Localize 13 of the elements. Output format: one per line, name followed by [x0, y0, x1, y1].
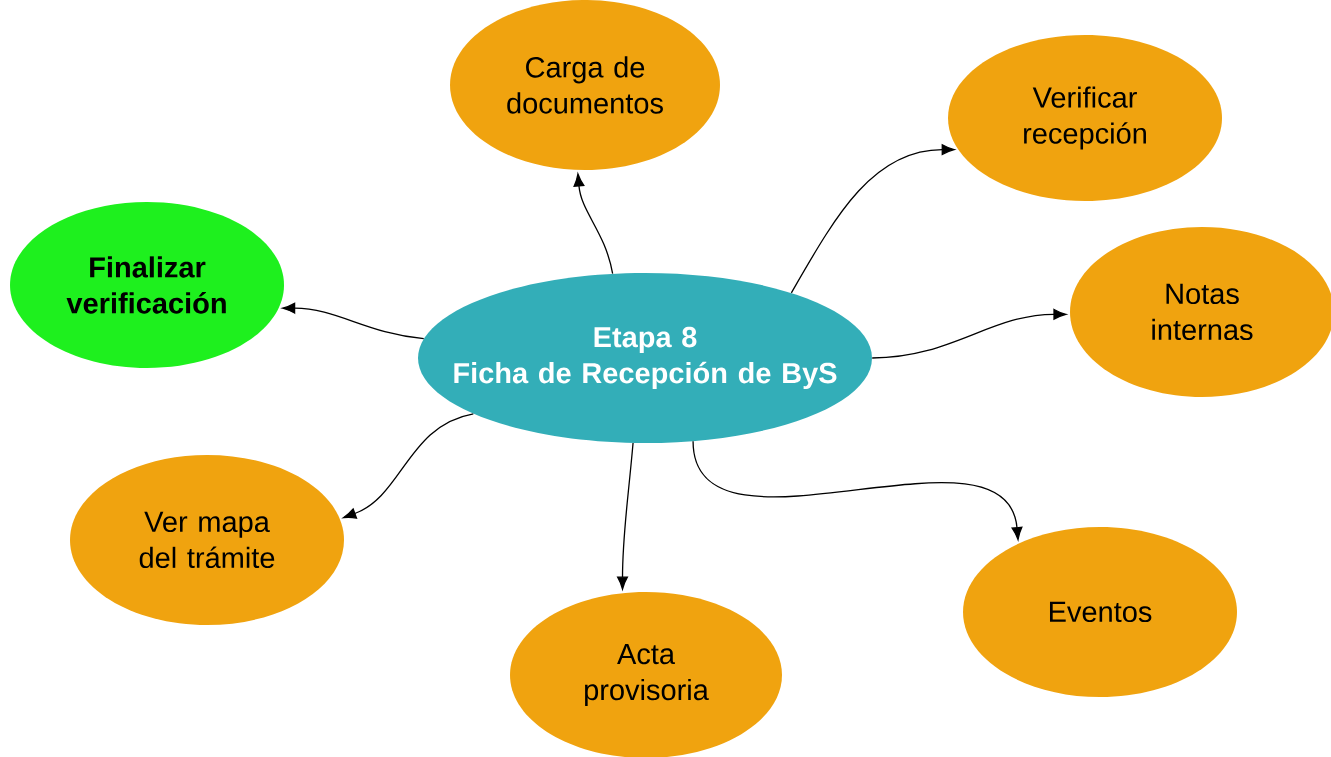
arrow — [282, 302, 425, 340]
arrow — [871, 308, 1067, 359]
arrow — [790, 144, 955, 294]
arrow — [692, 440, 1023, 541]
ellipse-node: Etapa 8 Ficha de Recepción de ByS — [418, 273, 872, 443]
ellipse-node: Eventos — [963, 527, 1237, 697]
arrow — [617, 442, 634, 590]
ellipse-node: Ver mapa del trámite — [70, 455, 344, 625]
ellipse-node: Verificar recepción — [948, 35, 1222, 201]
arrow — [343, 413, 474, 519]
ellipse-node: Carga de documentos — [450, 0, 720, 170]
ellipse-node: Finalizar verificación — [10, 202, 284, 368]
arrow — [573, 173, 614, 275]
